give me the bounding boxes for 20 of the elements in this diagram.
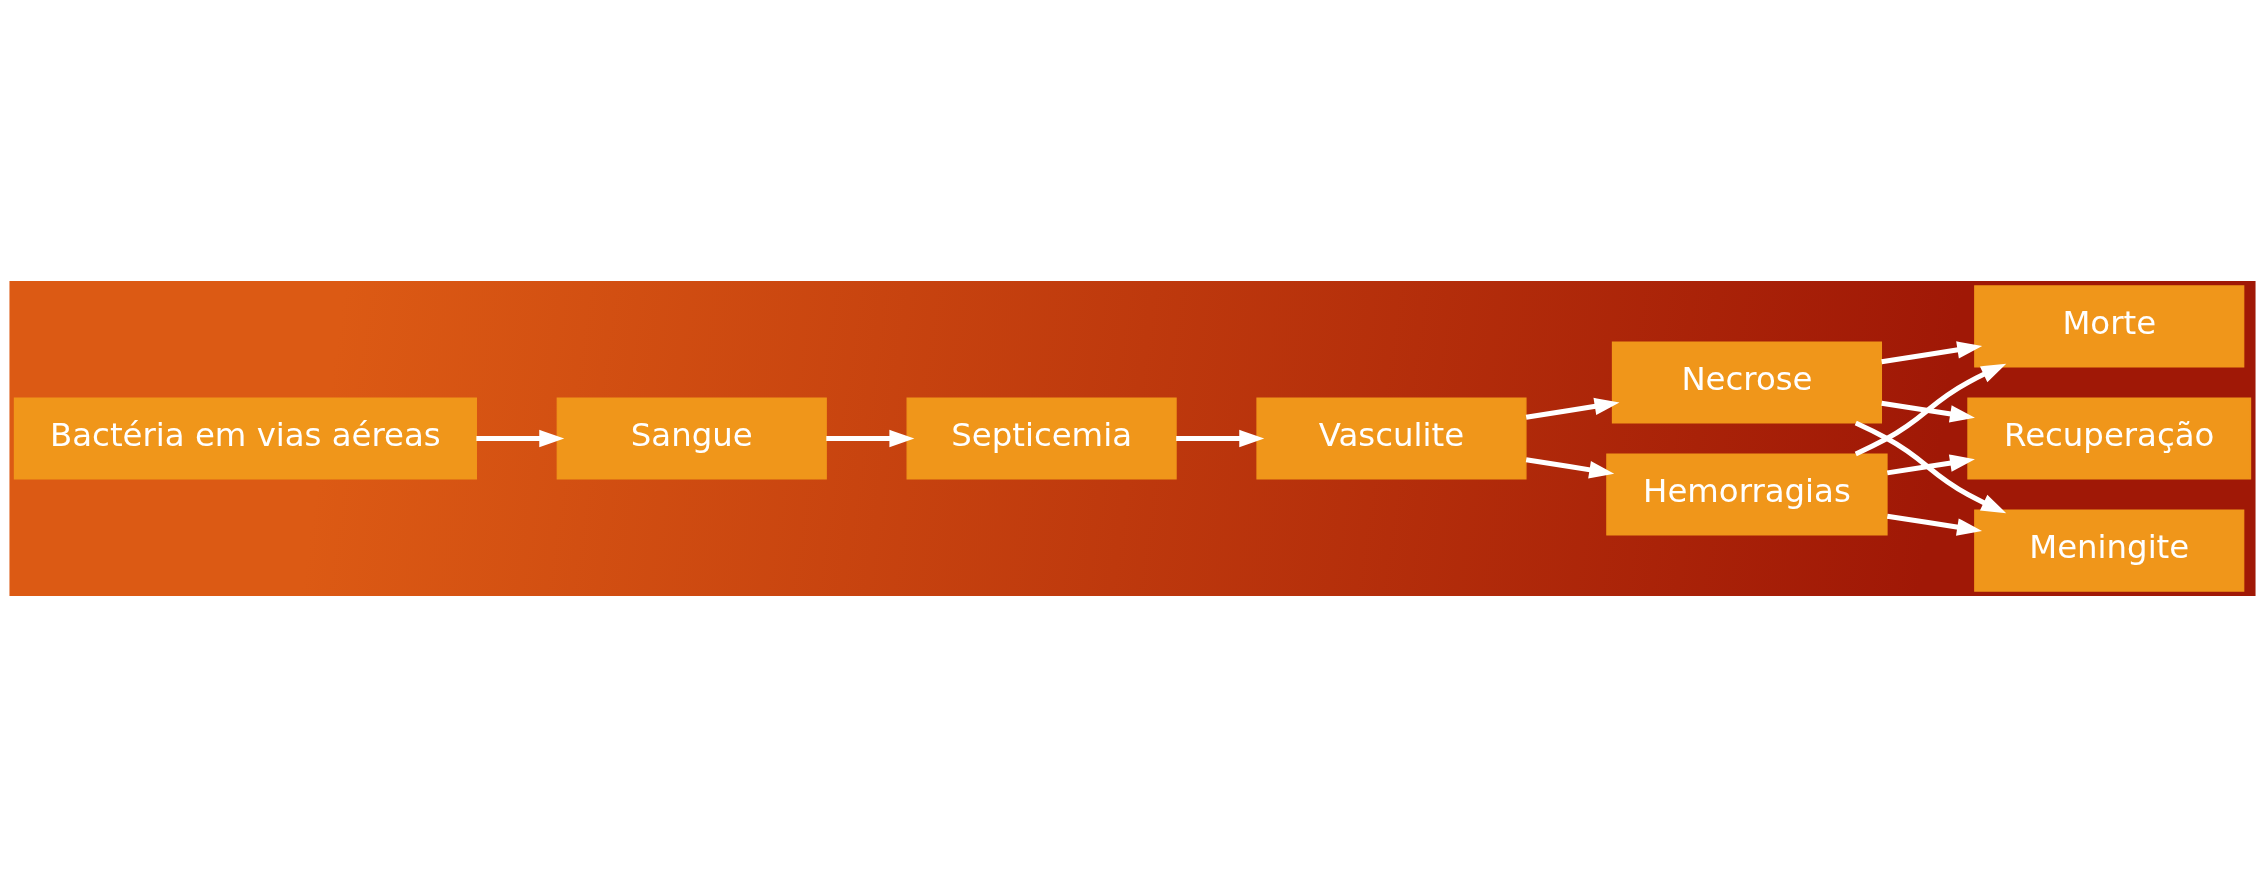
arrow xyxy=(1854,363,2007,457)
node-box: Sangue xyxy=(556,397,827,480)
arrow xyxy=(1881,341,1983,365)
node-box: Recuperação xyxy=(1967,397,2252,480)
arrow xyxy=(1176,429,1265,448)
arrow xyxy=(1525,397,1620,420)
arrow xyxy=(1881,400,1975,423)
node-box: Hemorragias xyxy=(1606,453,1888,536)
node-box: Necrose xyxy=(1611,341,1883,424)
node-box: Meningite xyxy=(1974,509,2245,592)
node-box: Morte xyxy=(1974,285,2245,368)
arrow xyxy=(476,429,565,448)
arrow xyxy=(1886,454,1975,476)
node-box: Vasculite xyxy=(1256,397,1527,480)
arrow xyxy=(1854,420,2007,514)
node-box: Bactéria em vias aéreas xyxy=(13,397,477,480)
arrow xyxy=(826,429,915,448)
arrow xyxy=(1886,513,1982,536)
arrow xyxy=(1525,457,1615,479)
node-box: Septicemia xyxy=(906,397,1177,480)
